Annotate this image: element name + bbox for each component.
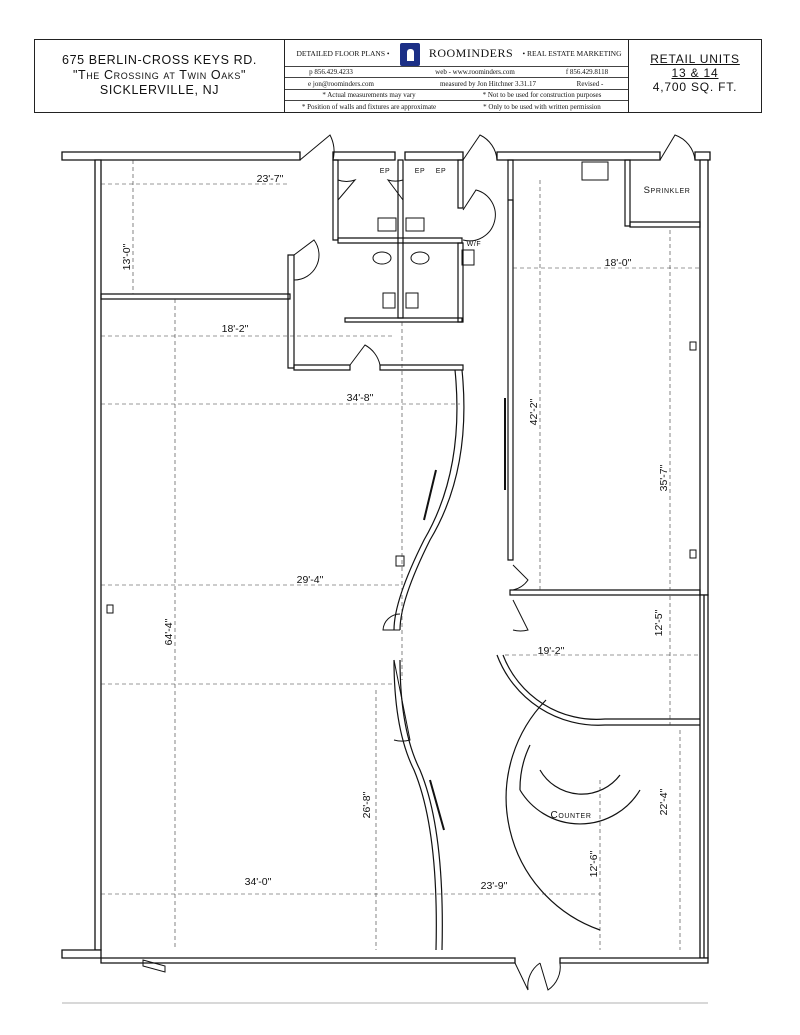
fixtures (106, 161, 697, 831)
dim-top-left-width: 23'-7" (257, 173, 284, 185)
sink-icon (377, 217, 397, 232)
dim-right-depth-b: 35'-7" (658, 464, 670, 491)
units-title: RETAIL UNITS (650, 52, 740, 66)
email-text: e jon@roominders.com (308, 79, 374, 88)
doors (142, 134, 696, 991)
outlet-icon (689, 549, 697, 559)
room-labels: Sprinkler Counter EP EP EP W/F (380, 168, 691, 821)
dim-overall-depth-left: 64'-4" (163, 618, 175, 645)
electrical-panel-label: EP (415, 168, 426, 175)
sprinkler-room-label: Sprinkler (644, 185, 691, 196)
toilet-icon (410, 251, 430, 265)
contact-row-2: e jon@roominders.com measured by Jon Hit… (285, 78, 628, 90)
sink-icon (581, 161, 609, 181)
dim-counter-depth: 12'-6" (588, 850, 600, 877)
company-info: DETAILED FLOOR PLANS • ROOMINDERS • REAL… (285, 40, 629, 112)
service-right: • REAL ESTATE MARKETING (522, 48, 622, 58)
electrical-panel-label: EP (380, 168, 391, 175)
dim-top-left-depth: 13'-0" (121, 243, 133, 270)
door-top-right (659, 134, 696, 161)
dim-middle-width: 29'-4" (297, 574, 324, 586)
measured-by-text: measured by Jon Hitchner 3.31.17 (439, 79, 537, 88)
door-top-middle (462, 134, 498, 161)
door-top-left (299, 134, 335, 161)
electrical-panel-label: EP (436, 168, 447, 175)
dim-upper-width-b: 34'-8" (347, 392, 374, 404)
property-address: 675 BERLIN-CROSS KEYS RD. "The Crossing … (35, 40, 285, 112)
dim-right-lower-depth: 22'-4" (658, 788, 670, 815)
brand-row: DETAILED FLOOR PLANS • ROOMINDERS • REAL… (285, 40, 628, 67)
dim-lower-depth: 26'-8" (361, 791, 373, 818)
service-left: DETAILED FLOOR PLANS • (296, 48, 390, 58)
water-fountain-icon (461, 249, 475, 266)
dimension-lines (101, 160, 700, 950)
note-2: * Not to be used for construction purpos… (482, 91, 602, 99)
fax-text: f 856.429.8118 (565, 68, 609, 76)
phone-text: p 856.429.4233 (309, 68, 353, 76)
roominders-logo-icon (400, 43, 420, 66)
address-line-1: 675 BERLIN-CROSS KEYS RD. (62, 53, 257, 67)
contact-row-1: p 856.429.4233 web - www.roominders.com … (285, 67, 628, 78)
notes-row-2: * Position of walls and fixtures are app… (285, 101, 628, 112)
revised-text: Revised - (576, 79, 604, 88)
dim-upper-width-a: 18'-2" (222, 323, 249, 335)
dim-right-room-depth: 42'-2" (528, 398, 540, 425)
urinal-icon (405, 292, 419, 309)
note-1: * Actual measurements may vary (322, 91, 416, 99)
address-line-2: "The Crossing at Twin Oaks" (72, 68, 247, 82)
counter-label: Counter (551, 810, 592, 821)
sink-icon (405, 217, 425, 232)
column-icon (395, 555, 405, 567)
dim-right-room-width: 18'-0" (605, 257, 632, 269)
note-4: * Only to be used with written permissio… (483, 102, 601, 111)
address-line-3: SICKLERVILLE, NJ (99, 83, 220, 97)
dim-bottom-width-left: 34'-0" (245, 876, 272, 888)
interior-walls (100, 159, 701, 951)
dimension-labels: 23'-7" 13'-0" 18'-2" 34'-8" 29'-4" 64'-4… (121, 173, 670, 892)
units-numbers: 13 & 14 (671, 66, 719, 80)
outlet-icon (689, 341, 697, 351)
dim-bottom-width-right: 23'-9" (481, 880, 508, 892)
water-fountain-label: W/F (467, 241, 482, 248)
web-text: web - www.roominders.com (435, 68, 515, 76)
units-info: RETAIL UNITS 13 & 14 4,700 SQ. FT. (628, 40, 762, 112)
notes-row-1: * Actual measurements may vary * Not to … (285, 90, 628, 101)
toilet-icon (372, 251, 392, 265)
note-3: * Position of walls and fixtures are app… (301, 102, 437, 111)
outlet-icon (106, 604, 114, 614)
units-area: 4,700 SQ. FT. (652, 80, 738, 94)
urinal-icon (382, 292, 396, 309)
title-block: 675 BERLIN-CROSS KEYS RD. "The Crossing … (34, 39, 762, 113)
dim-right-mid-depth: 12'-5" (653, 609, 665, 636)
brand-name: ROOMINDERS (428, 45, 514, 60)
exterior-walls (61, 151, 711, 964)
dim-right-mid-width: 19'-2" (538, 645, 565, 657)
